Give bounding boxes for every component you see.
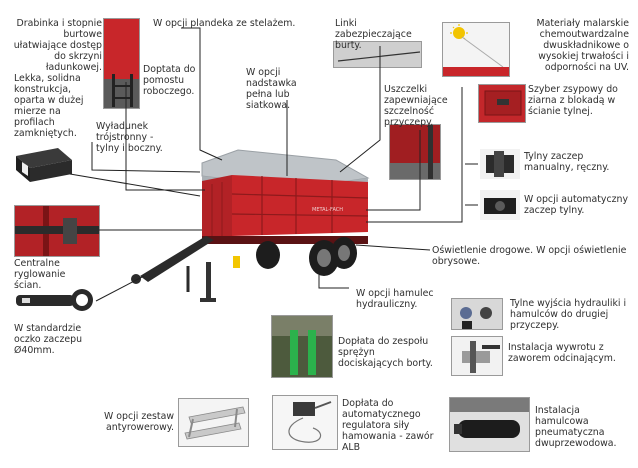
air-brake-photo [449,397,530,452]
callout-manual-hitch: Tylny zaczep manualny, ręczny. [524,151,610,173]
callout-platform: Doptata do pomostu roboczego. [143,64,196,97]
callout-alb-regulator: Dopłata do automatycznego regulatora sił… [342,398,434,453]
callout-tarp: W opcji plandeka ze stelażem. [153,18,296,29]
callout-paint: Materiały malarskie chemoutwardzalne dwu… [536,18,629,73]
callout-springs: Dopłata do zespołu sprężyn dociskających… [338,336,433,369]
closed-profile-photo [14,146,75,186]
callout-anti-underrun: W opcji zestaw antyrowerowy. [104,411,174,433]
callout-rear-outputs: Tylne wyjścia hydrauliki i hamulców do d… [510,298,627,331]
alb-valve-photo [272,395,338,450]
spring-unit-photo [271,315,333,378]
trailer-brand-text: METAL-FACH [312,207,344,213]
callout-central-lock: Centralne ryglowanie ścian. [14,258,66,291]
manual-hitch-photo [480,149,520,179]
seal-photo [389,124,441,180]
central-lock-photo [14,205,100,257]
callout-cables: Linki zabezpieczające burty. [335,18,412,51]
callout-grain-hatch: Szyber zsypowy do ziarna z blokadą w ści… [528,84,618,117]
callout-air-brake: Instalacja hamulcowa pneumatyczna dwuprz… [535,405,617,449]
callout-auto-hitch: W opcji automatyczny zaczep tylny. [524,194,629,216]
callout-tipping: Instalacja wywrotu z zaworem odcinającym… [508,342,616,364]
callout-lighting: Oświetlenie drogowe. W opcji oświetlenie… [432,245,627,267]
callout-seals: Uszczelki zapewniające szczelność przycz… [384,84,448,128]
callout-hydraulic-brake: W opcji hamulec hydrauliczny. [356,288,434,310]
cable-photo [333,41,422,68]
hydraulic-outputs-photo [451,298,503,330]
callout-ladder: Drabinka i stopnie burtowe ułatwiające d… [13,18,102,73]
callout-unloading: Wyładunek trójstronny - tylny i boczny. [96,121,163,154]
uv-paint-icon [442,22,510,77]
auto-hitch-photo [480,190,520,220]
callout-extension: W opcji nadstawka pełna lub siatkowa. [246,67,297,111]
callout-structure: Lekka, solidna konstrukcja, oparta w duż… [14,73,84,139]
grain-hatch-photo [478,84,526,123]
drawbar-eye-photo [14,285,96,316]
ladder-photo [103,18,140,109]
callout-drawbar-eye: W standardzie oczko zaczepu Ø40mm. [14,323,83,356]
anti-underrun-photo [178,398,249,447]
shutoff-valve-photo [451,336,503,376]
